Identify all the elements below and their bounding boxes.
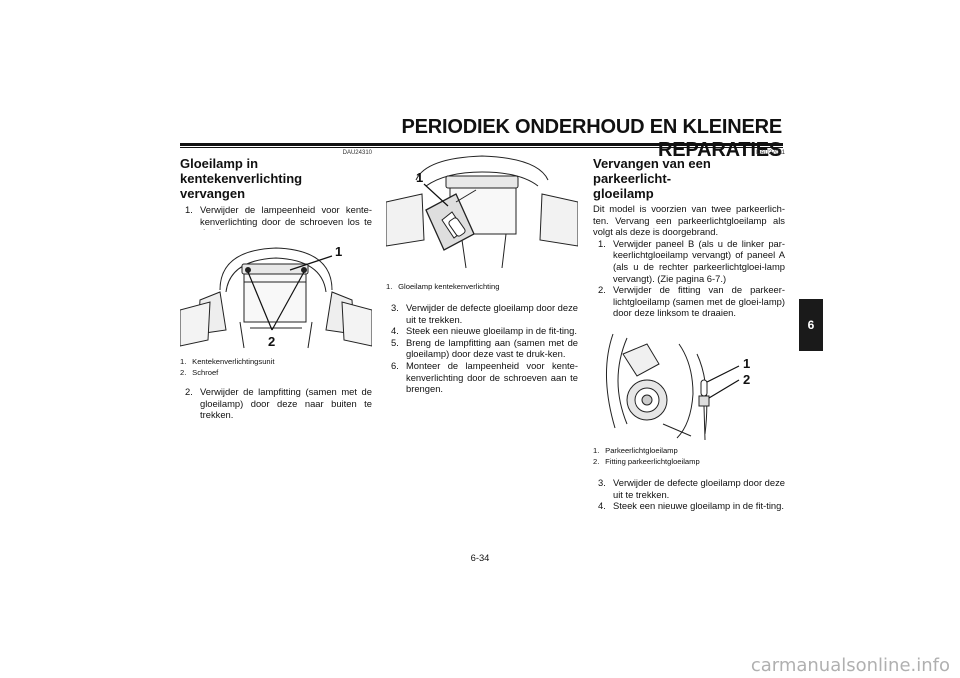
step-text: Steek een nieuwe gloeilamp in de fit-tin… [613,500,784,512]
license-light-illustration [179,247,373,349]
right-steps-list-continued: 3. Verwijder de defecte gloeilamp door de… [593,477,785,512]
list-item: 1. Verwijder paneel B (als u de linker pa… [593,238,785,284]
section-heading: Gloeilamp in kentekenverlichting vervang… [180,156,372,201]
step-text: Verwijder paneel B (als u de linker par-… [613,237,785,284]
step-number: 1. [185,204,193,215]
step-number: 2. [598,284,606,296]
chapter-tab[interactable]: 6 [799,299,823,351]
list-item: 2. Verwijder de lampfitting (samen met de… [180,386,372,421]
step-number: 3. [391,302,399,313]
step-number: 4. [598,500,606,512]
figure-label-1: 1 [743,356,751,371]
caption-item: 1. Gloeilamp kentekenverlichting [386,282,500,291]
figure-parking-bulb: 1 2 [593,324,785,442]
step-number: 3. [598,477,606,488]
list-item: 3. Verwijder de defecte gloeilamp door de… [386,302,578,325]
section-heading: Vervangen van een parkeerlicht- gloeilam… [593,156,785,201]
step-number: 1. [598,237,606,249]
figure-label-2: 2 [743,372,751,387]
section-heading-line1: Gloeilamp in kentekenverlichting [180,156,303,186]
caption-item: 1. Parkeerlichtgloeilamp [593,446,678,455]
step-number: 6. [391,359,399,371]
section-heading-line2: gloeilamp [593,186,654,201]
header-rule [180,143,783,146]
figure-label-1: 1 [335,244,343,259]
watermark-text: carmanualsonline.info [750,655,950,676]
section-code: DAU27011 [756,150,785,156]
step-number: 5. [391,336,399,348]
section-code: DAU24310 [342,150,372,156]
left-figure-captions: 1. Kentekenverlichtingsunit 2. Schroef [180,357,372,378]
step-text: Verwijder de defecte gloeilamp door deze… [613,477,785,500]
list-item: 6. Monteer de lampeenheid voor kente-kenv… [386,360,578,395]
step-number: 4. [391,325,399,337]
list-item: 3. Verwijder de defecte gloeilamp door de… [593,477,785,500]
step-text: Steek een nieuwe gloeilamp in de fit-tin… [406,325,577,337]
figure-label-2: 2 [268,334,276,349]
figure-label-1: 1 [416,170,424,185]
step-text: Verwijder de defecte gloeilamp door deze… [406,302,578,325]
right-figure-captions: 1. Parkeerlichtgloeilamp 2. Fitting park… [593,446,785,467]
caption-item: 1. Kentekenverlichtingsunit [180,357,275,366]
left-column: DAU24310 Gloeilamp in kentekenverlichtin… [180,150,372,239]
step-text: Monteer de lampeenheid voor kente-kenver… [406,359,578,395]
intro-paragraph: Dit model is voorzien van twee parkeerli… [593,203,785,238]
list-item: 2. Verwijder de fitting van de parkeer-li… [593,284,785,319]
step-text: Verwijder de lampfitting (samen met de g… [200,386,372,421]
page-number: 6-34 [470,552,490,563]
license-bulb-illustration [385,155,579,269]
right-column: DAU27011 Vervangen van een parkeerlicht-… [593,150,785,319]
list-item: 4. Steek een nieuwe gloeilamp in de fit-t… [386,325,578,337]
caption-item: 2. Schroef [180,367,219,377]
steps-list-continued: 2. Verwijder de lampfitting (samen met de… [180,386,372,421]
parking-bulb-illustration [606,333,740,441]
step-text: Verwijder de fitting van de parkeer-lich… [613,284,785,319]
figure-license-light-unit: 1 2 [179,230,373,352]
caption-item: 2. Fitting parkeerlichtgloeilamp [593,456,700,466]
right-steps-list: 1. Verwijder paneel B (als u de linker pa… [593,238,785,319]
header-rule-thin [180,147,783,148]
step-text: Breng de lampfitting aan (samen met de g… [406,336,578,360]
figure-license-bulb: 1 [385,150,579,278]
middle-steps-list: 3. Verwijder de defecte gloeilamp door de… [386,302,578,395]
step-number: 2. [185,386,193,397]
middle-figure-captions: 1. Gloeilamp kentekenverlichting [386,282,578,293]
section-heading-line1: Vervangen van een parkeerlicht- [593,156,711,186]
list-item: 5. Breng de lampfitting aan (samen met de… [386,337,578,360]
section-heading-line2: vervangen [180,186,246,201]
list-item: 4. Steek een nieuwe gloeilamp in de fit-t… [593,500,785,512]
